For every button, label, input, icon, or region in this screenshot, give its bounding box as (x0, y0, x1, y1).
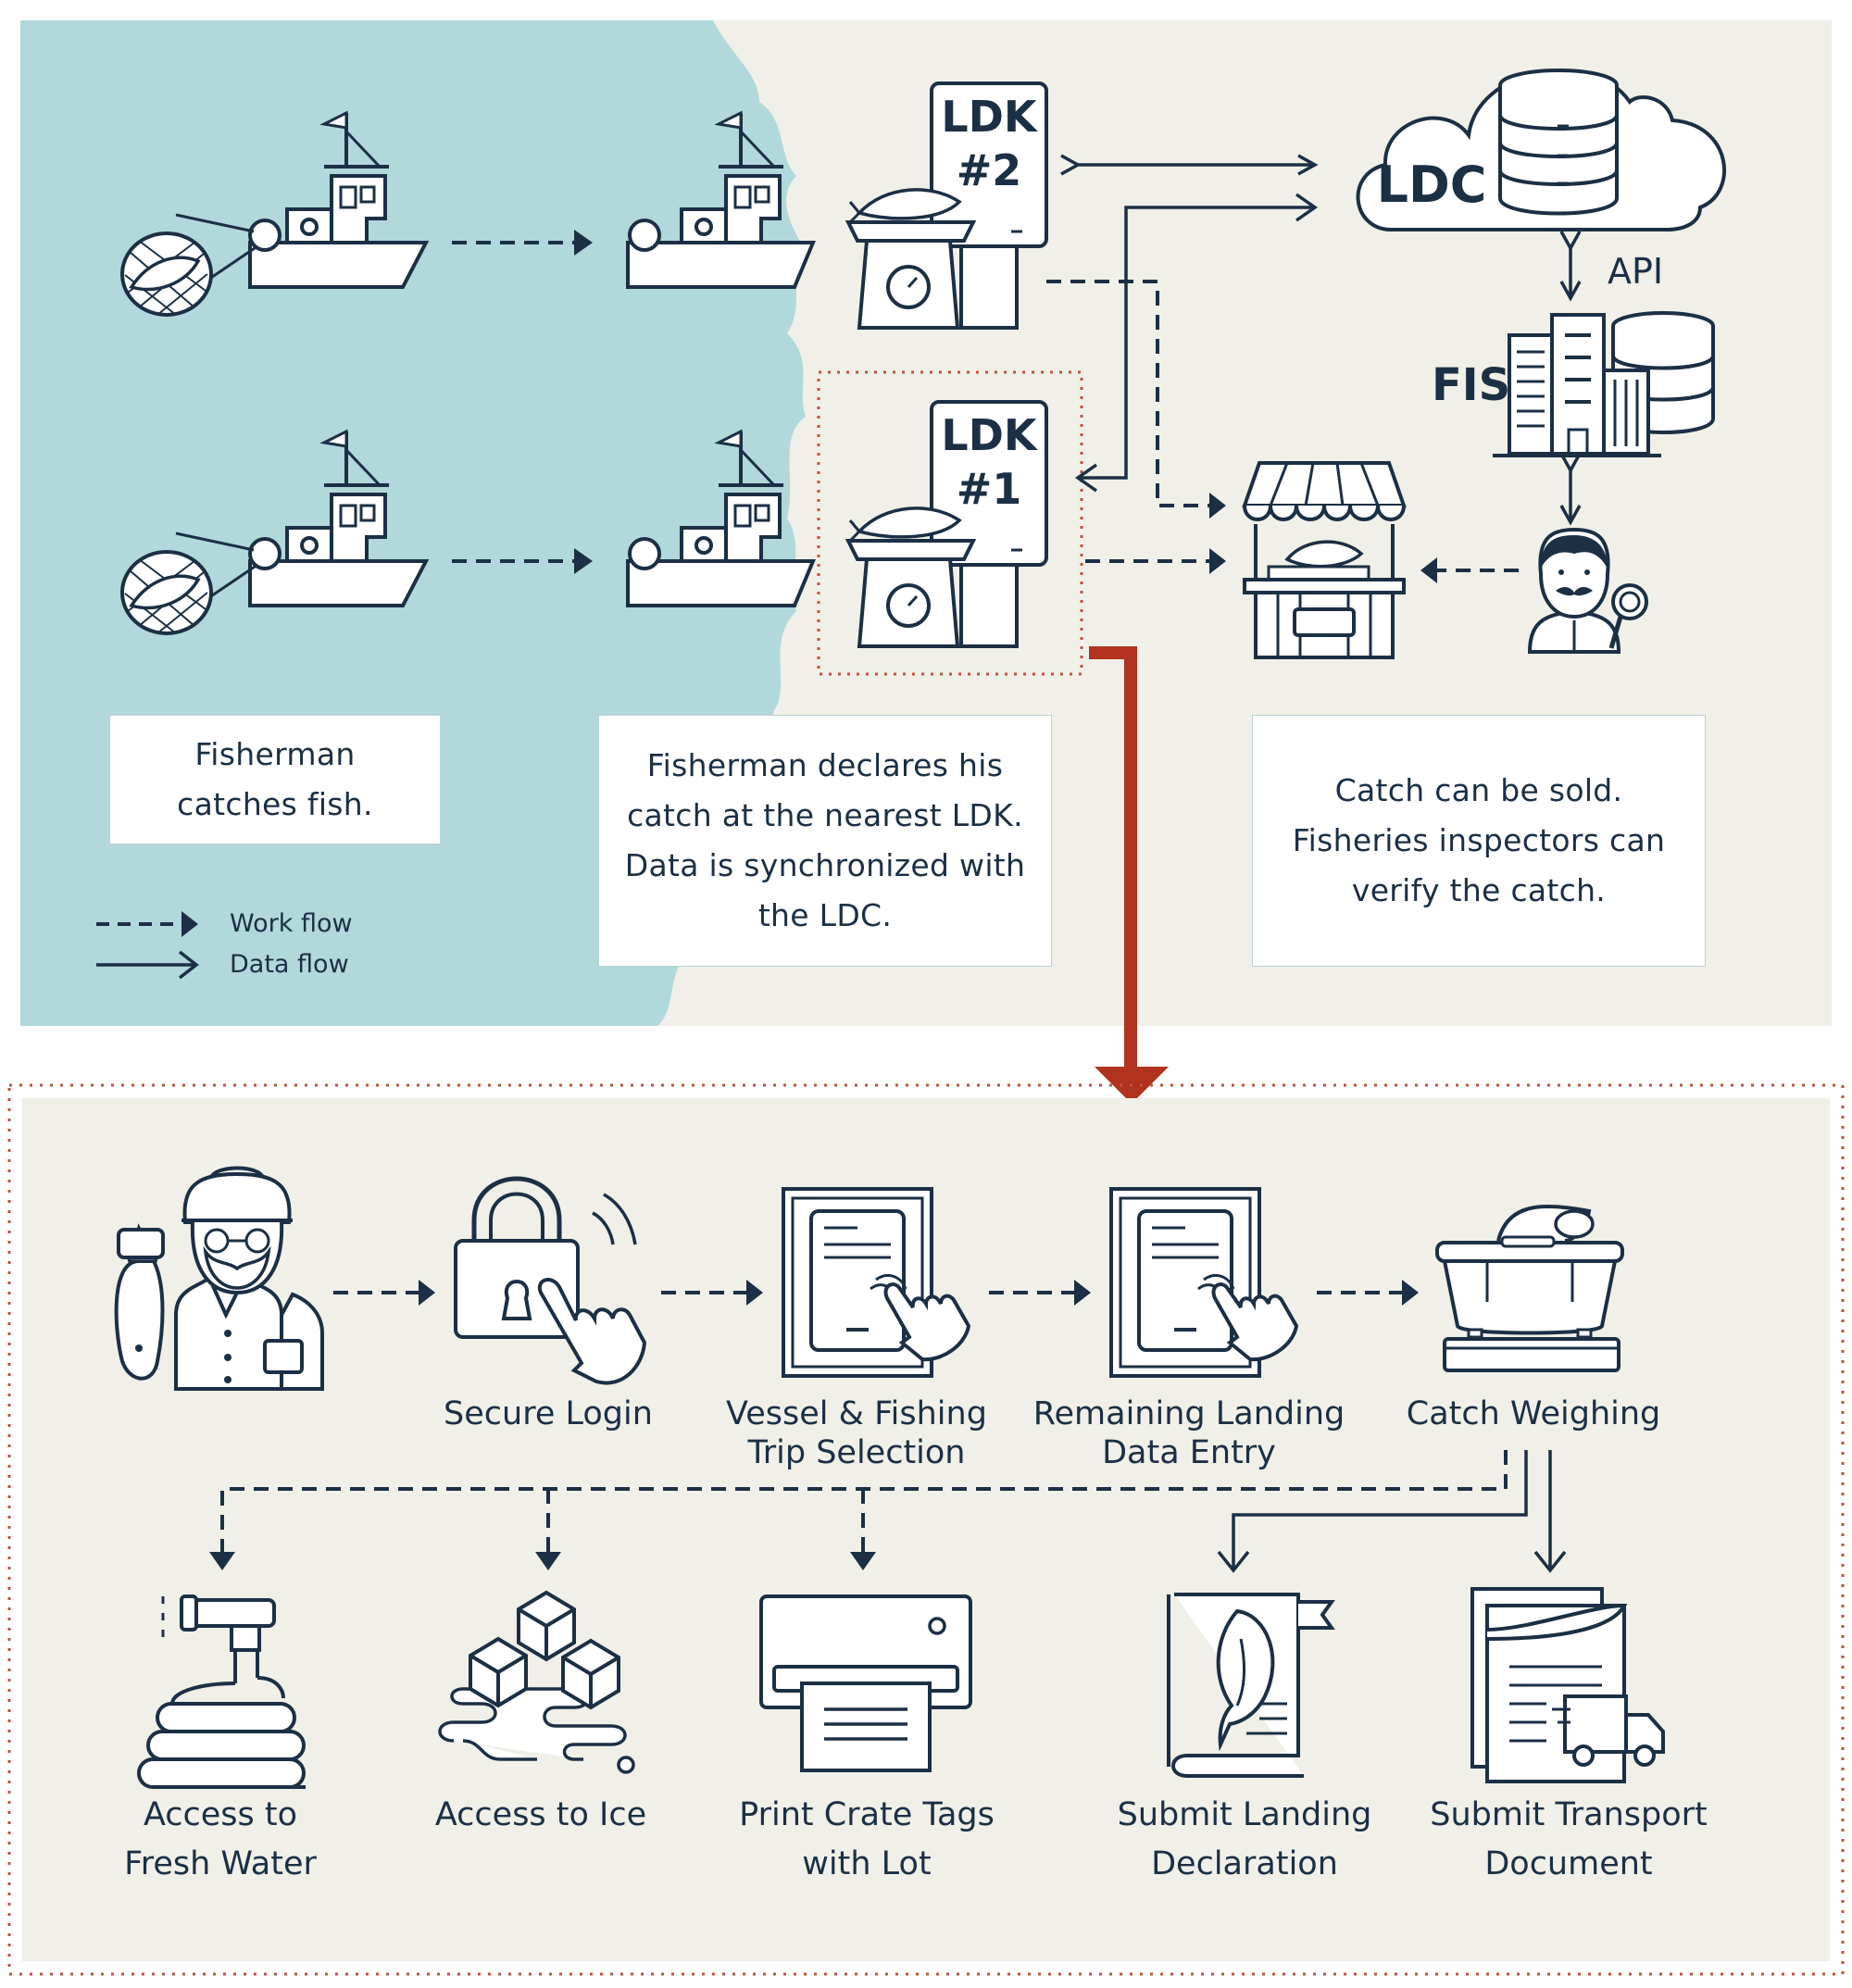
step-label-line: Trip Selection (747, 1434, 966, 1471)
step-label-landing-declaration: Submit Landing Declaration (1106, 1791, 1383, 1889)
fisherman-icon (114, 1166, 324, 1391)
caption-sold: Catch can be sold. Fisheries inspectors … (1252, 715, 1706, 967)
step-label-line: Secure Login (444, 1395, 653, 1432)
step-label-line: Catch Weighing (1406, 1395, 1661, 1432)
printer-icon (759, 1594, 972, 1772)
caption-line: verify the catch. (1351, 872, 1607, 908)
ice-cubes-icon (438, 1590, 635, 1774)
caption-line: Fisherman declares his (646, 747, 1004, 783)
water-hose-icon (137, 1594, 306, 1789)
ldc-label: LDC (1377, 156, 1487, 214)
api-label: API (1608, 251, 1663, 292)
transport-document-icon (1470, 1587, 1665, 1783)
legend (96, 911, 199, 980)
caption-line: catch at the nearest LDK. (627, 797, 1023, 833)
caption-line: Catch can be sold. (1334, 772, 1623, 808)
ldc-cloud-icon: LDC (1356, 69, 1726, 231)
step-label-line: Declaration (1151, 1845, 1338, 1882)
step-label-line: Remaining Landing (1032, 1395, 1345, 1432)
caption-fisherman: Fisherman catches fish. (109, 715, 441, 844)
ldk1-label-line1: LDK (941, 410, 1038, 460)
step-label-transport-document: Submit Transport Document (1420, 1791, 1717, 1889)
secure-login-icon (454, 1176, 647, 1385)
step-label-landing-data: Remaining Landing Data Entry (1032, 1394, 1346, 1472)
step-label-line: Access to (143, 1796, 298, 1833)
step-label-line: Submit Transport (1430, 1796, 1708, 1833)
step-label-line: Data Entry (1102, 1434, 1276, 1471)
caption-line: catches fish. (177, 786, 373, 822)
step-label-vessel-trip: Vessel & Fishing Trip Selection (713, 1394, 1000, 1472)
step-label-ice: Access to Ice (420, 1791, 661, 1840)
market-stall-icon (1242, 461, 1407, 659)
step-label-catch-weighing: Catch Weighing (1395, 1394, 1672, 1433)
legend-work-flow-label: Work flow (230, 909, 353, 938)
caption-line: Fisherman (194, 736, 356, 772)
expand-highlight-arrow (1089, 646, 1169, 1104)
catch-weighing-icon (1435, 1204, 1624, 1372)
fis-building-icon: FIS (1432, 311, 1715, 457)
legend-data-flow-label: Data flow (230, 950, 349, 979)
step-label-line: Print Crate Tags (739, 1796, 995, 1833)
book-fish-icon (1167, 1593, 1335, 1778)
step-label-line: Document (1484, 1845, 1653, 1882)
ldk1-highlight-frame (817, 370, 1083, 676)
ldk2-label-line2: #2 (957, 145, 1022, 195)
data-flow-arrow-ldc-ldk1 (1078, 206, 1315, 480)
data-flow-branch (1232, 1450, 1528, 1569)
work-flow-arrow (661, 1280, 763, 1306)
caption-line: Fisheries inspectors can (1292, 822, 1666, 858)
step-label-fresh-water: Access to Fresh Water (100, 1791, 341, 1889)
step-label-line: Submit Landing (1117, 1796, 1372, 1833)
ldk-process-frame (7, 1083, 1845, 1976)
step-label-line: Vessel & Fishing (726, 1395, 987, 1432)
step-label-secure-login: Secure Login (428, 1394, 669, 1433)
caption-line: the LDC. (757, 897, 893, 933)
ldk2-label-line1: LDK (941, 92, 1038, 142)
fis-label: FIS (1432, 359, 1510, 411)
database-icon (1498, 69, 1619, 216)
step-label-line: with Lot (802, 1845, 932, 1882)
fisheries-inspector-icon (1527, 527, 1648, 654)
step-label-line: Fresh Water (124, 1845, 317, 1882)
work-flow-arrow (1317, 1280, 1419, 1306)
ldk1-label-line2: #1 (957, 464, 1022, 514)
work-flow-arrow-ldk2-market (1046, 280, 1213, 507)
step-label-line: Access to Ice (434, 1796, 647, 1833)
step-label-print-tags: Print Crate Tags with Lot (728, 1791, 1006, 1889)
work-flow-arrow (989, 1280, 1091, 1306)
work-flow-arrow (333, 1280, 435, 1306)
caption-line: Data is synchronized with (624, 847, 1026, 883)
caption-declare: Fisherman declares his catch at the near… (598, 715, 1052, 967)
